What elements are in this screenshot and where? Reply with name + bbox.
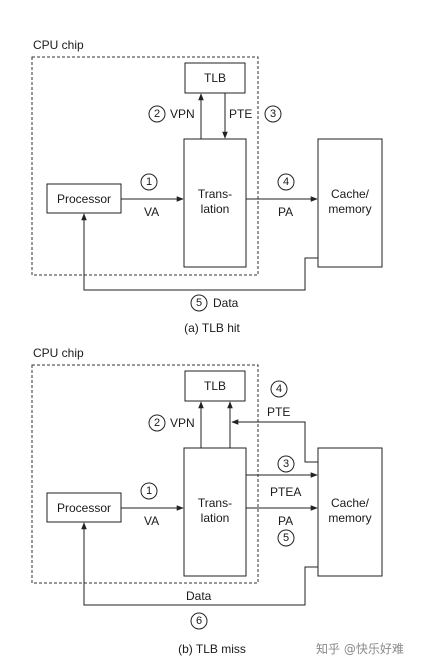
processor-box [46, 492, 122, 523]
step-4-marker [270, 380, 288, 398]
step-2-marker [148, 105, 166, 123]
pte-label: PTE [267, 405, 290, 419]
translation-box [183, 447, 247, 577]
translation-label-line2: lation [201, 511, 230, 525]
tlb-label: TLB [204, 379, 226, 393]
step-3-marker [277, 455, 295, 473]
data-return-arrow [81, 522, 318, 606]
caption-tlb-miss: (b) TLB miss [178, 642, 246, 656]
step-2-number: 2 [154, 108, 160, 120]
step-5-number: 5 [283, 532, 289, 544]
data-label: Data [186, 589, 212, 603]
translation-label-line1: Trans- [198, 187, 232, 201]
step-5-number: 5 [196, 297, 202, 309]
data-return-arrow [81, 213, 318, 291]
tlb-box [184, 62, 246, 94]
step-3-marker [264, 105, 282, 123]
vpn-label: VPN [170, 416, 195, 430]
processor-box [46, 183, 122, 214]
cpu-chip-label: CPU chip [33, 346, 84, 360]
watermark: 知乎 @快乐好难 [316, 642, 404, 656]
va-label: VA [144, 205, 159, 219]
processor-label: Processor [57, 501, 111, 515]
pte-arrow [231, 419, 318, 463]
cache-memory-label-line2: memory [328, 202, 371, 216]
cache-memory-box [317, 447, 383, 577]
step-1-number: 1 [146, 485, 152, 497]
step-6-number: 6 [196, 615, 202, 627]
tlb-box [184, 370, 246, 402]
processor-label: Processor [57, 192, 111, 206]
pa-label: PA [278, 514, 293, 528]
step-4-number: 4 [276, 383, 282, 395]
step-5-marker [277, 529, 295, 547]
tlb-miss-diagram: CPU chip TLB Processor Trans- lation Cac… [31, 346, 383, 656]
pte-label: PTE [229, 107, 252, 121]
cache-memory-label-line1: Cache/ [331, 496, 370, 510]
cpu-chip-boundary [31, 56, 259, 276]
step-4-marker [277, 173, 295, 191]
step-2-marker [148, 414, 166, 432]
step-4-number: 4 [283, 176, 289, 188]
translation-label-line2: lation [201, 202, 230, 216]
step-1-marker [140, 482, 158, 500]
step-1-number: 1 [146, 176, 152, 188]
pa-label: PA [278, 205, 293, 219]
cache-memory-label-line2: memory [328, 511, 371, 525]
tlb-label: TLB [204, 71, 226, 85]
ptea-label: PTEA [270, 485, 301, 499]
cpu-chip-label: CPU chip [33, 38, 84, 52]
step-6-marker [190, 612, 208, 630]
tlb-hit-diagram: CPU chip TLB Processor Trans- lation Cac… [31, 38, 383, 335]
step-3-number: 3 [270, 108, 276, 120]
step-1-marker [140, 173, 158, 191]
step-2-number: 2 [154, 417, 160, 429]
cache-memory-label-line1: Cache/ [331, 187, 370, 201]
data-label: Data [213, 296, 239, 310]
vpn-label: VPN [170, 107, 195, 121]
step-3-number: 3 [283, 458, 289, 470]
translation-box [183, 138, 247, 268]
va-label: VA [144, 514, 159, 528]
cpu-chip-boundary [31, 364, 259, 584]
step-5-marker [190, 294, 208, 312]
caption-tlb-hit: (a) TLB hit [184, 321, 240, 335]
cache-memory-box [317, 138, 383, 268]
translation-label-line1: Trans- [198, 496, 232, 510]
